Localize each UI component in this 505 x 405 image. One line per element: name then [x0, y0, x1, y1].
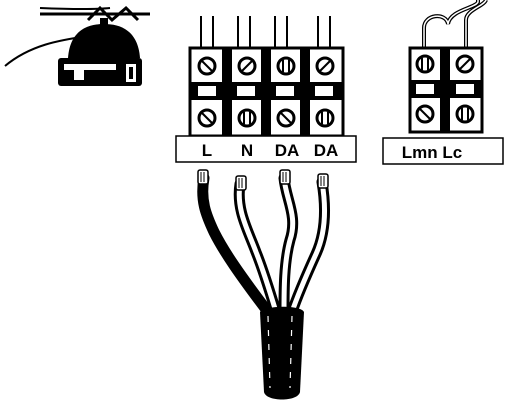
lamp-terminal-block: Lmn Lc [382, 0, 504, 165]
terminal-label-da-1: DA [275, 141, 300, 160]
terminal-label-da-2: DA [314, 141, 339, 160]
lamp-terminal-label: Lmn Lc [402, 143, 462, 162]
multicore-cable-icon [197, 169, 330, 400]
incoming-wires [200, 16, 331, 48]
screw-terminal-icon [197, 108, 335, 128]
main-terminal-block: L N DA DA [175, 16, 357, 163]
bell-device-icon [4, 5, 150, 86]
terminal-label-n: N [241, 141, 253, 160]
lamp-label-strip [382, 137, 504, 165]
screw-terminal-icon [415, 54, 475, 124]
terminal-label-strip [175, 135, 357, 163]
screw-terminal-icon [197, 56, 335, 76]
terminal-label-l: L [202, 141, 212, 160]
